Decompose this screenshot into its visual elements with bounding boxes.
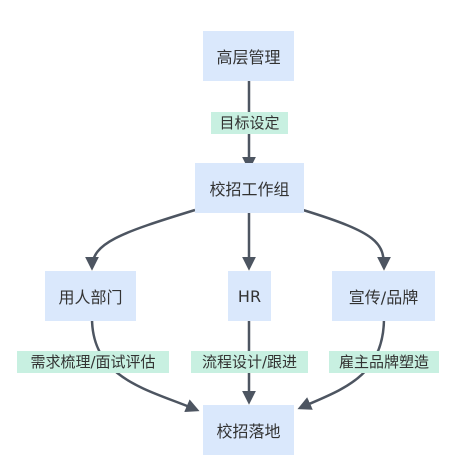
- edge-dept-to-land: [90, 317, 200, 413]
- edge-label-goal-setting: 目标设定: [211, 112, 288, 134]
- node-recruitment-landing: 校招落地: [203, 405, 294, 455]
- node-hiring-department: 用人部门: [45, 271, 136, 321]
- node-top-management: 高层管理: [203, 31, 294, 81]
- edge-brand-to-land: [297, 317, 386, 410]
- node-hr: HR: [228, 271, 271, 321]
- node-campus-recruitment-team: 校招工作组: [195, 163, 304, 213]
- edge-team-to-brand: [302, 208, 391, 271]
- edge-label-brand: 雇主品牌塑造: [329, 351, 439, 373]
- edge-label-dept: 需求梳理/面试评估: [17, 351, 169, 373]
- edge-team-to-dept: [85, 208, 196, 271]
- node-publicity-brand: 宣传/品牌: [332, 271, 435, 321]
- edge-label-hr: 流程设计/跟进: [191, 351, 308, 373]
